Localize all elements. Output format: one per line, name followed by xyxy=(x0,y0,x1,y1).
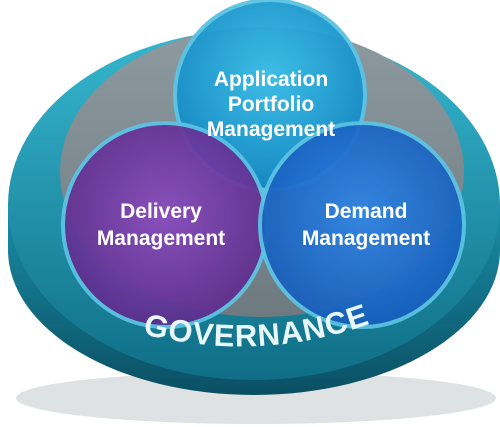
circle-demand xyxy=(258,121,466,329)
circle-right-label-line1: Demand xyxy=(325,200,408,223)
circle-left-label-line2: Management xyxy=(97,227,225,250)
base-shadow xyxy=(16,372,496,424)
circle-top-label-line1: Application xyxy=(214,68,328,91)
circle-top-label-line2: Portfolio xyxy=(228,93,314,116)
circle-delivery xyxy=(61,121,269,329)
circle-right-label-line2: Management xyxy=(302,227,430,250)
circle-top-label-line3: Management xyxy=(207,118,335,141)
circle-left-label-line1: Delivery xyxy=(120,200,202,223)
